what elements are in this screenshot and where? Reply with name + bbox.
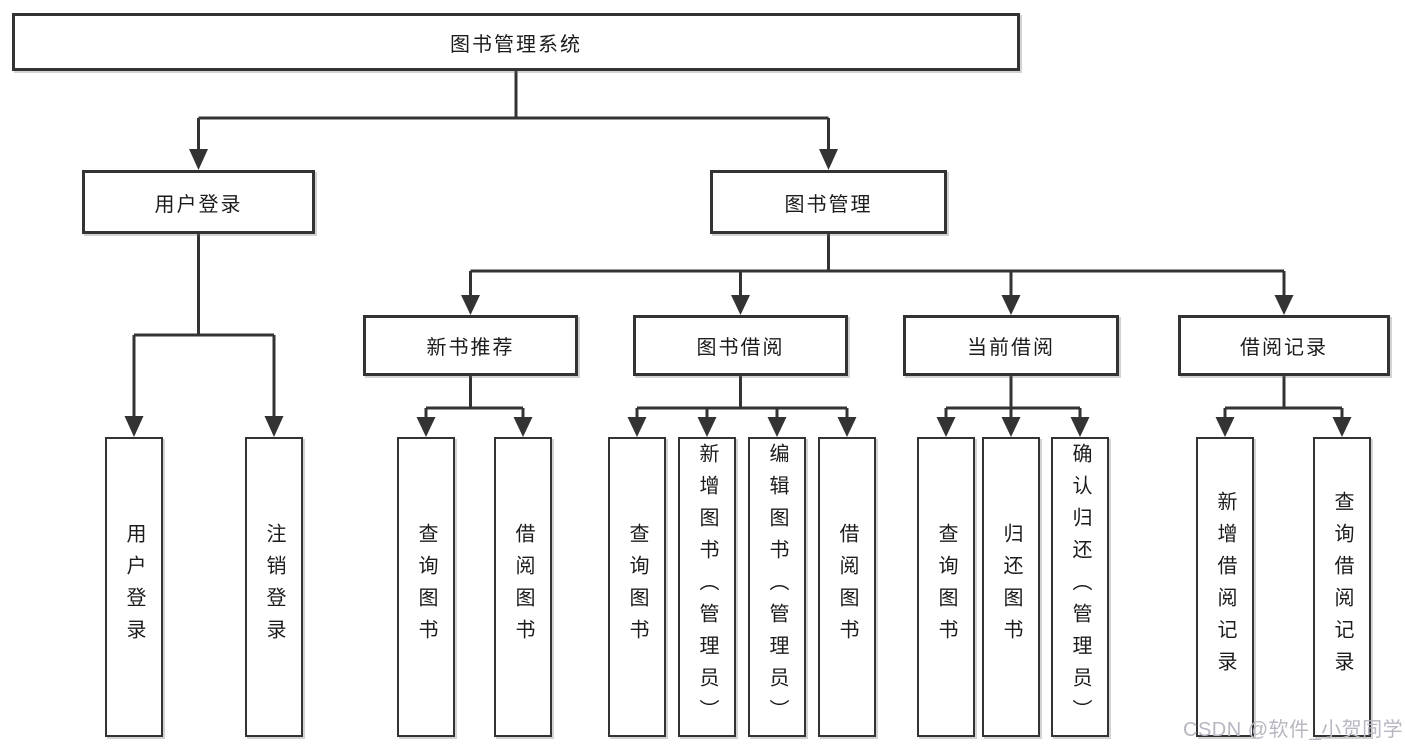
node-root-system: 图书管理系统 — [12, 13, 1020, 71]
leaf-recommend-borrow-book: 借阅图书 — [494, 437, 552, 737]
connector-user-login-split — [124, 233, 284, 437]
csdn-watermark: CSDN @软件_小贺同学 — [1183, 719, 1404, 741]
connector-new-book-split — [416, 375, 533, 437]
connector-book-borrow-split — [627, 375, 857, 437]
node-book-management: 图书管理 — [710, 170, 947, 234]
leaf-current-return-book: 归还图书 — [982, 437, 1040, 737]
leaf-borrow-add-book-admin: 新增图书（管理员） — [678, 437, 736, 737]
leaf-recommend-query-book: 查询图书 — [397, 437, 455, 737]
leaf-logout: 注销登录 — [245, 437, 303, 737]
leaf-record-query-record: 查询借阅记录 — [1313, 437, 1371, 737]
connector-current-borrow-split — [936, 375, 1090, 437]
node-current-borrow: 当前借阅 — [903, 315, 1119, 376]
node-borrow-record: 借阅记录 — [1178, 315, 1390, 376]
leaf-borrow-borrow-book: 借阅图书 — [818, 437, 876, 737]
node-book-borrow: 图书借阅 — [633, 315, 848, 376]
leaf-user-login: 用户登录 — [105, 437, 163, 737]
connector-borrow-record-split — [1215, 375, 1352, 437]
leaf-record-add-record: 新增借阅记录 — [1196, 437, 1254, 737]
node-user-login: 用户登录 — [82, 170, 315, 234]
leaf-current-query-book: 查询图书 — [917, 437, 975, 737]
leaf-current-confirm-return-admin: 确认归还（管理员） — [1051, 437, 1109, 737]
node-new-book-recommend: 新书推荐 — [363, 315, 578, 376]
leaf-borrow-query-book: 查询图书 — [608, 437, 666, 737]
connector-book-management-split — [461, 233, 1294, 315]
connector-root-split — [189, 71, 838, 170]
leaf-borrow-edit-book-admin: 编辑图书（管理员） — [748, 437, 806, 737]
